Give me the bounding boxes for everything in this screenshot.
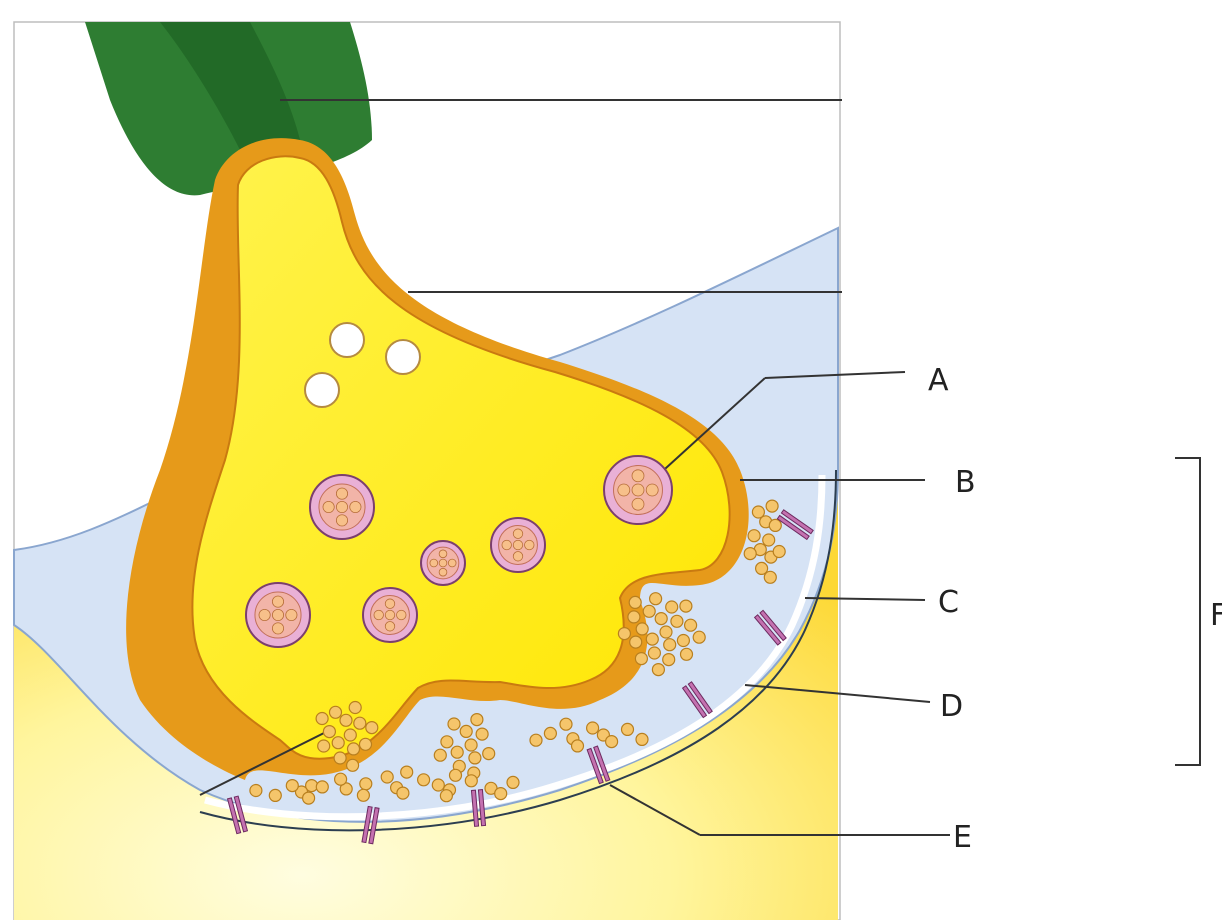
neurotransmitter [628,611,640,623]
neurotransmitter [530,734,542,746]
neurotransmitter [663,654,675,666]
label-C: C [938,585,959,620]
label-B: B [955,465,976,500]
neurotransmitter [460,725,472,737]
neurotransmitter [630,636,642,648]
neurotransmitter [476,728,488,740]
neurotransmitter [652,664,664,676]
neurotransmitter [650,593,662,605]
neurotransmitter [483,748,495,760]
neurotransmitter [618,628,630,640]
neurotransmitter [250,785,262,797]
neurotransmitter [360,738,372,750]
neurotransmitter [465,739,477,751]
neurotransmitter [469,752,481,764]
neurotransmitter [666,601,678,613]
neurotransmitter [773,546,785,558]
neurotransmitter [357,789,369,801]
bracket-F [1175,458,1200,765]
label-D: D [940,689,963,724]
neurotransmitter [646,633,658,645]
neurotransmitter [344,729,356,741]
neurotransmitter [434,749,446,761]
neurotransmitter [418,774,430,786]
neurotransmitter [766,500,778,512]
neurotransmitter [693,631,705,643]
neurotransmitter [397,787,409,799]
neurotransmitter [769,519,781,531]
neurotransmitter [752,506,764,518]
neurotransmitter [685,619,697,631]
neurotransmitter [677,635,689,647]
neurotransmitter [560,718,572,730]
neurotransmitter [323,726,335,738]
neurotransmitter [764,571,776,583]
neurotransmitter [303,792,315,804]
neurotransmitter [671,615,683,627]
neurotransmitter [316,781,328,793]
mitochondrion [305,373,339,407]
synaptic-vesicle [491,518,545,572]
neurotransmitter [648,647,660,659]
neurotransmitter [381,771,393,783]
neurotransmitter [401,766,413,778]
neurotransmitter [606,736,618,748]
synaptic-vesicle [421,541,465,585]
neurotransmitter [495,788,507,800]
neurotransmitter [763,534,775,546]
label-E: E [953,820,972,855]
neurotransmitter [334,752,346,764]
neurotransmitter [643,605,655,617]
neurotransmitter [587,722,599,734]
neurotransmitter [316,713,328,725]
neurotransmitter [366,722,378,734]
neurotransmitter [471,714,483,726]
neurotransmitter [635,653,647,665]
neurotransmitter [450,769,462,781]
neurotransmitter [354,717,366,729]
neurotransmitter [448,718,460,730]
neurotransmitter [681,648,693,660]
neurotransmitter [318,740,330,752]
neurotransmitter [332,737,344,749]
neurotransmitter [572,740,584,752]
mitochondrion [330,323,364,357]
neurotransmitter [335,773,347,785]
label-F: F [1210,598,1222,633]
mitochondrion [386,340,420,374]
neurotransmitter [655,613,667,625]
neurotransmitter [544,727,556,739]
neurotransmitter [330,706,342,718]
neurotransmitter [348,743,360,755]
neurotransmitter [347,759,359,771]
neurotransmitter [744,548,756,560]
neurotransmitter [622,723,634,735]
neurotransmitter [340,714,352,726]
neurotransmitter [360,778,372,790]
synaptic-vesicle [310,475,374,539]
neurotransmitter [629,596,641,608]
neurotransmitter [507,776,519,788]
neurotransmitter [440,790,452,802]
neurotransmitter [286,780,298,792]
neurotransmitter [680,600,692,612]
neurotransmitter [432,779,444,791]
neurotransmitter [636,733,648,745]
neurotransmitter [451,746,463,758]
neurotransmitter [636,623,648,635]
neurotransmitter [664,639,676,651]
neurotransmitter [465,775,477,787]
neurotransmitter [441,736,453,748]
neurotransmitter [349,702,361,714]
neurotransmitter [660,626,672,638]
label-A: A [928,363,949,398]
neurotransmitter [269,789,281,801]
synaptic-vesicle [604,456,672,524]
neurotransmitter [748,530,760,542]
synaptic-vesicle [246,583,310,647]
synaptic-vesicle [363,588,417,642]
